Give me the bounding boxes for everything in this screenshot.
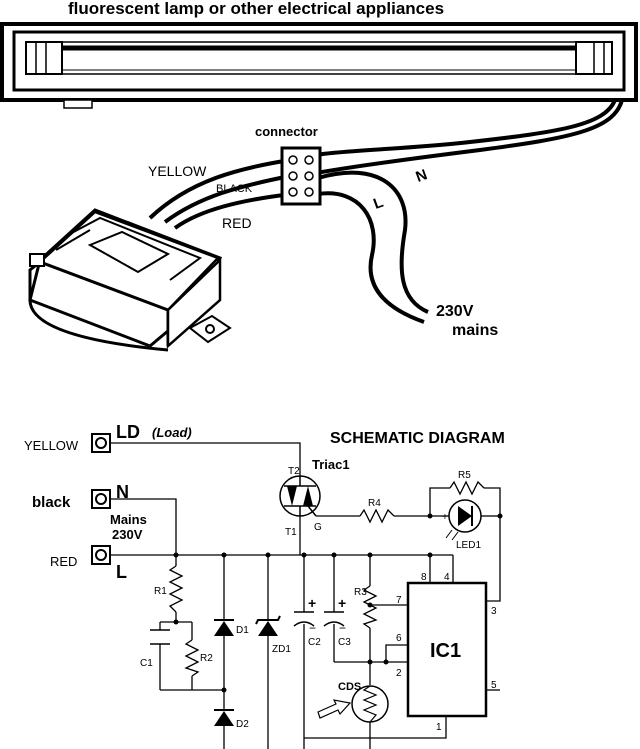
led1-label: LED1 (456, 540, 481, 551)
connector-block (280, 146, 322, 206)
r1-label: R1 (154, 586, 167, 597)
c3-capacitor (323, 611, 345, 627)
led1-plus: + (442, 512, 448, 523)
r4-label: R4 (368, 498, 381, 509)
c2-minus: − (309, 621, 316, 635)
d1-label: D1 (236, 625, 249, 636)
ic1-pin7: 7 (396, 595, 402, 606)
wire-red-label: RED (222, 215, 252, 231)
ic1-pin4: 4 (444, 572, 450, 583)
c2-label: C2 (308, 637, 321, 648)
cds-photoresistor (317, 685, 389, 723)
ic1-pin8: 8 (421, 572, 427, 583)
c1-label: C1 (140, 658, 153, 669)
ic1-pin1: 1 (436, 722, 442, 733)
r4-resistor (359, 508, 395, 524)
ic1-label: IC1 (430, 640, 461, 662)
load-label: (Load) (152, 425, 192, 440)
l-wire-label: L (371, 194, 385, 213)
c1-capacitor (150, 629, 170, 645)
fluorescent-lamp (0, 22, 638, 109)
r2-label: R2 (200, 653, 213, 664)
junction-dots (173, 513, 503, 693)
terminal-red-label: RED (50, 554, 77, 569)
wire-yellow-label: YELLOW (148, 163, 207, 179)
triac-t2-label: T2 (288, 466, 300, 477)
cds-label: CDS (338, 681, 361, 693)
mains-word-label: mains (452, 322, 498, 339)
triac-t1-label: T1 (285, 527, 297, 538)
c2-plus: + (308, 595, 316, 611)
r5-label: R5 (458, 470, 471, 481)
r3-resistor (362, 585, 378, 629)
ic1-pin3: 3 (491, 606, 497, 617)
mains-word: Mains (110, 512, 147, 527)
triac-label: Triac1 (312, 457, 350, 472)
d2-diode (214, 709, 234, 726)
ld-label: LD (116, 422, 140, 442)
r3-label: R3 (354, 587, 367, 598)
d1-diode (214, 619, 234, 636)
c3-label: C3 (338, 637, 351, 648)
mains-voltage-label: 230V (436, 303, 474, 320)
ic1-pin2: 2 (396, 668, 402, 679)
ic1-pin6: 6 (396, 633, 402, 644)
wire-black-label: BLACK (216, 183, 253, 195)
led1-symbol (440, 499, 490, 541)
n-wire-label: N (414, 166, 430, 186)
terminal-black-label: black (32, 494, 71, 511)
c3-minus: − (339, 621, 346, 635)
ic1-chip (406, 581, 488, 718)
triac-gate-label: G (314, 522, 322, 533)
connector-label: connector (255, 124, 318, 139)
terminal-yellow-label: YELLOW (24, 438, 79, 453)
r2-resistor (184, 639, 200, 677)
n-label: N (116, 482, 129, 502)
zd1-label: ZD1 (272, 644, 291, 655)
schematic-title: SCHEMATIC DIAGRAM (330, 430, 505, 447)
l-label: L (116, 562, 127, 582)
terminal-blocks (91, 433, 111, 565)
c2-capacitor (293, 611, 315, 627)
d2-label: D2 (236, 719, 249, 730)
sensor-box (28, 208, 232, 352)
mains-voltage: 230V (112, 527, 143, 542)
lamp-wires (148, 99, 624, 324)
figure-title: fluorescent lamp or other electrical app… (68, 0, 444, 18)
c3-plus: + (338, 595, 346, 611)
r1-resistor (168, 565, 184, 613)
ic1-pin5: 5 (491, 680, 497, 691)
r5-resistor (449, 480, 485, 496)
triac-symbol (279, 475, 321, 517)
zd1-zener (255, 615, 281, 636)
